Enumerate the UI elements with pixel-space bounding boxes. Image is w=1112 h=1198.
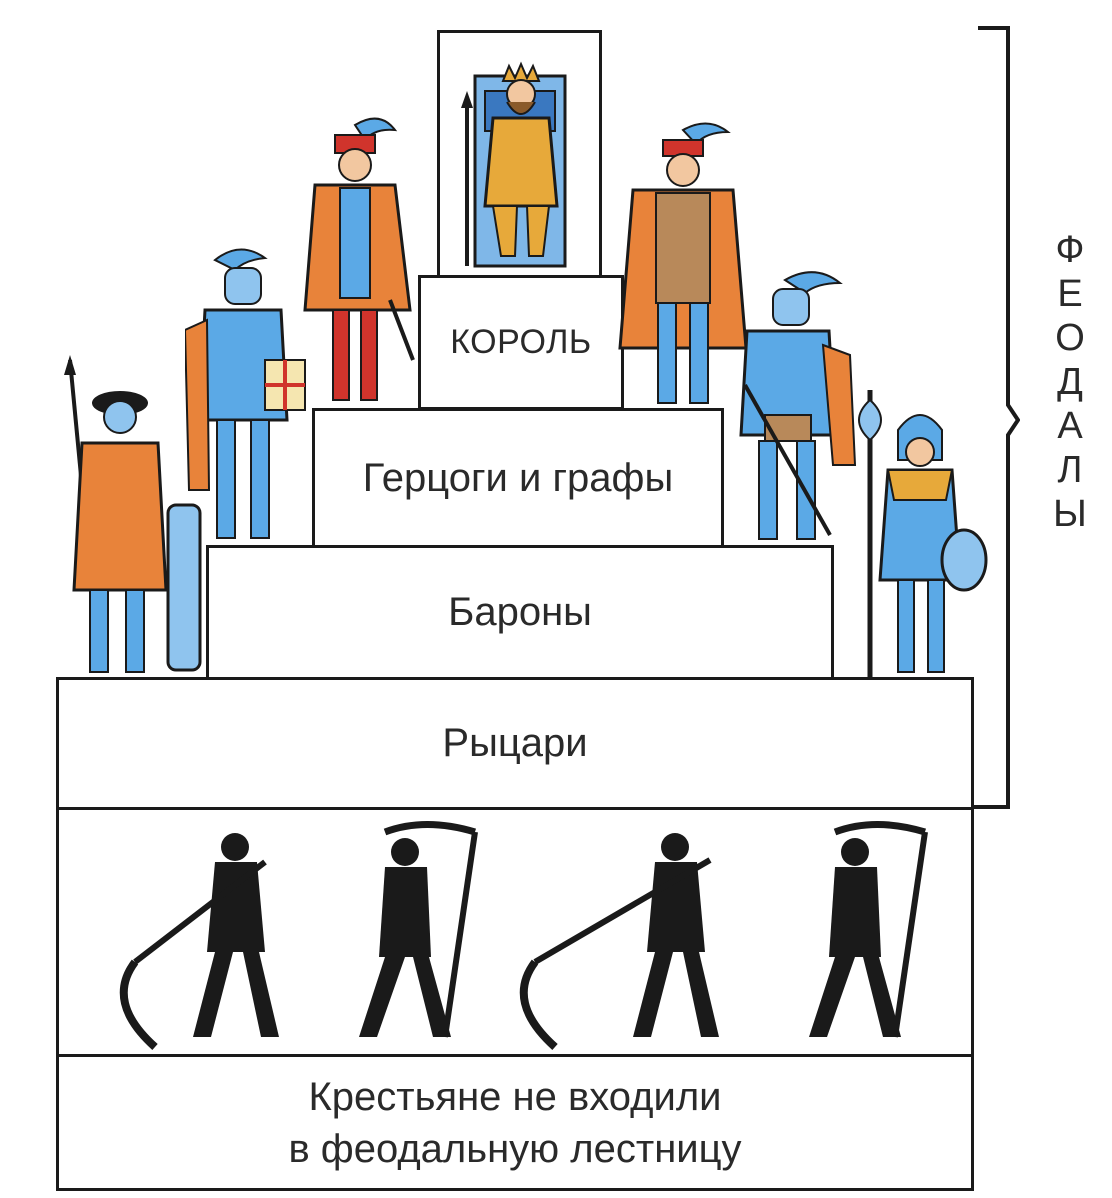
knights-level: Рыцари bbox=[56, 677, 974, 810]
peasant-reaper-icon bbox=[519, 833, 719, 1050]
king-on-throne-icon bbox=[460, 61, 566, 268]
knight-figure-icon bbox=[185, 248, 306, 539]
feudal-label: ФЕОДАЛЫ bbox=[1053, 229, 1087, 535]
king-level: КОРОЛЬ bbox=[418, 275, 624, 410]
knight-figure-icon bbox=[858, 390, 988, 677]
peasants-line-2: в феодальную лестницу bbox=[288, 1126, 742, 1171]
barons-label: Бароны bbox=[448, 590, 592, 634]
feudal-bracket bbox=[974, 26, 1020, 809]
knight-figure-icon bbox=[64, 355, 202, 673]
dukes-counts-label: Герцоги и графы bbox=[362, 455, 674, 500]
peasant-reaper-icon bbox=[119, 833, 279, 1050]
dukes-counts-level: Герцоги и графы bbox=[312, 408, 724, 548]
peasant-scene bbox=[56, 807, 974, 1057]
peasants-level: Крестьяне не входили в феодальную лестни… bbox=[56, 1054, 974, 1191]
knight-figure-icon bbox=[739, 271, 857, 540]
throne-frame bbox=[437, 30, 602, 278]
barons-level: Бароны bbox=[206, 545, 834, 680]
peasant-reaper-icon bbox=[359, 821, 478, 1038]
count-figure-icon bbox=[303, 117, 415, 401]
duke-figure-icon bbox=[618, 122, 748, 404]
peasant-reapers-illustration bbox=[119, 821, 928, 1050]
knights-label: Рыцари bbox=[442, 721, 588, 765]
king-label: КОРОЛЬ bbox=[450, 323, 592, 361]
peasant-reaper-icon bbox=[809, 821, 928, 1038]
peasants-line-1: Крестьяне не входили bbox=[308, 1074, 722, 1119]
